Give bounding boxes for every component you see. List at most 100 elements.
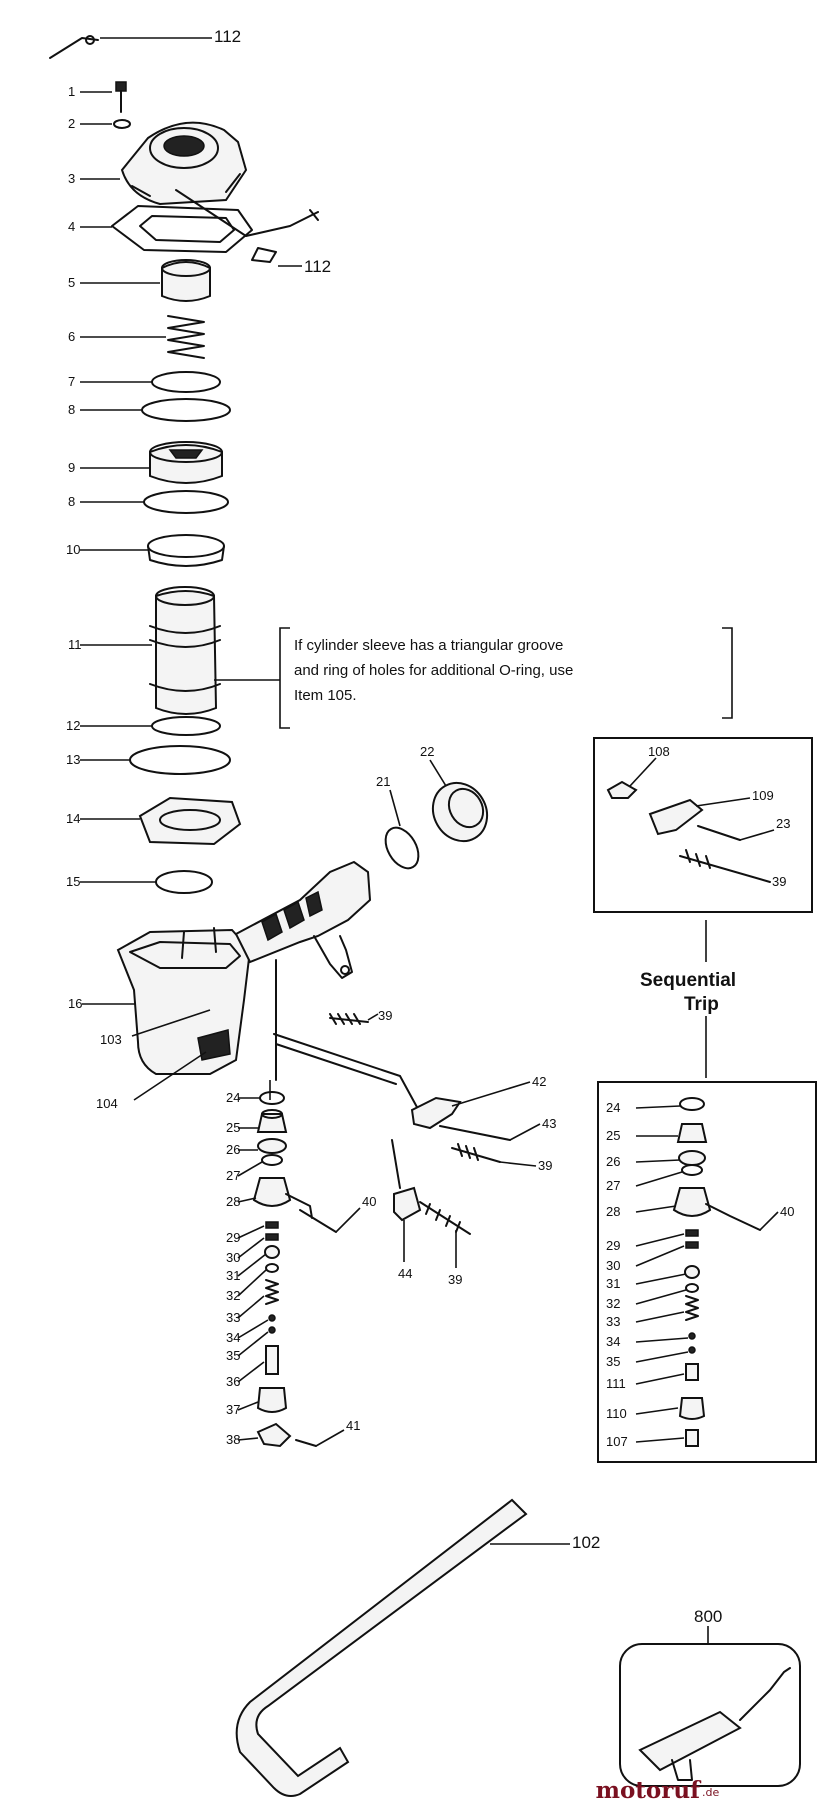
callout-main-16: 16 xyxy=(68,996,82,1011)
callout-bottom-inset-24: 24 xyxy=(606,1100,620,1115)
part-39-inset-screw xyxy=(679,855,771,883)
callout-main-22: 22 xyxy=(420,744,434,759)
callout-main-43: 43 xyxy=(542,1116,556,1131)
leader-39b xyxy=(499,1161,537,1167)
callout-main-102: 102 xyxy=(572,1533,600,1552)
top-inset xyxy=(593,737,813,913)
part-3-cap xyxy=(120,121,248,206)
part-16-housing-ribs xyxy=(181,927,217,959)
part-23 xyxy=(697,825,741,841)
callout-bottom-inset-27: 27 xyxy=(606,1178,620,1193)
callout-main-13: 13 xyxy=(66,752,80,767)
callout-main-800: 800 xyxy=(694,1607,722,1626)
leader-109 xyxy=(695,797,751,807)
inset-part-26 xyxy=(678,1150,706,1166)
callout-top-inset-39: 39 xyxy=(772,874,786,889)
part-3-cap-top xyxy=(163,135,205,157)
leader-30 xyxy=(237,1237,265,1259)
leader-103 xyxy=(131,1009,211,1037)
part-32 xyxy=(265,1263,279,1273)
leader-34 xyxy=(237,1319,269,1339)
inset-leader-31 xyxy=(635,1273,687,1285)
leader-104 xyxy=(133,1051,207,1101)
callout-main-42: 42 xyxy=(532,1074,546,1089)
part-10-ring xyxy=(147,534,225,558)
part-9-valve-core xyxy=(168,449,204,459)
inset-leader-107 xyxy=(635,1437,685,1443)
part-9-valve-top xyxy=(149,441,223,463)
callout-bottom-inset-25: 25 xyxy=(606,1128,620,1143)
part-42-bracket xyxy=(410,1096,462,1130)
part-9-valve xyxy=(149,444,223,484)
callout-main-4: 4 xyxy=(68,219,75,234)
inset-part-35 xyxy=(688,1346,696,1354)
inset-leader-28 xyxy=(635,1205,677,1213)
inset-part-27 xyxy=(681,1164,703,1176)
brand-domain: .de xyxy=(702,1786,719,1799)
part-handle-hook-pin xyxy=(340,965,350,975)
part-21-o-ring xyxy=(384,826,420,870)
part-28-arm xyxy=(285,1193,337,1233)
leader-43 xyxy=(509,1123,541,1141)
inset-part-34 xyxy=(688,1332,696,1340)
part-6-spring xyxy=(167,315,205,359)
callout-main-39: 39 xyxy=(538,1158,552,1173)
inset-part-29 xyxy=(685,1229,699,1237)
top-inset-box xyxy=(593,737,813,913)
part-7-o-ring xyxy=(151,371,221,393)
leader-42 xyxy=(451,1081,531,1107)
part-27 xyxy=(261,1154,283,1166)
part-2-washer xyxy=(113,119,131,129)
part-3-cap-detail xyxy=(131,173,241,197)
callout-main-112: 112 xyxy=(304,257,331,276)
callout-main-26: 26 xyxy=(226,1142,240,1157)
leader-35 xyxy=(237,1331,269,1357)
inset-leader-29 xyxy=(635,1233,685,1247)
inset-leader-35 xyxy=(635,1351,689,1363)
callout-main-37: 37 xyxy=(226,1402,240,1417)
part-16-housing-top xyxy=(129,941,241,969)
callout-main-29: 29 xyxy=(226,1230,240,1245)
callout-bottom-inset-31: 31 xyxy=(606,1276,620,1291)
callout-main-38: 38 xyxy=(226,1432,240,1447)
part-41-pin xyxy=(295,1439,317,1447)
part-44-rod xyxy=(391,1139,401,1189)
inset-part-30 xyxy=(685,1241,699,1249)
part-43-pin xyxy=(439,1125,511,1141)
part-34 xyxy=(268,1314,276,1322)
callout-bottom-inset-35: 35 xyxy=(606,1354,620,1369)
part-800-handle xyxy=(671,1759,693,1781)
inset-part-28 xyxy=(672,1187,712,1217)
callout-main-44: 44 xyxy=(398,1266,412,1281)
part-11-sleeve-grooves xyxy=(149,625,221,692)
part-11-sleeve-top xyxy=(155,586,215,606)
part-8-o-ring xyxy=(141,398,231,422)
inset-part-107 xyxy=(685,1429,699,1447)
bottom-inset xyxy=(597,1081,817,1463)
inset-leader-27 xyxy=(635,1171,683,1187)
part-handle-grip xyxy=(261,890,323,942)
part-39-screw-c-thread xyxy=(425,1203,461,1233)
part-trip-arm xyxy=(273,959,425,1121)
callout-main-41: 41 xyxy=(346,1418,360,1433)
part-15-o-ring xyxy=(155,870,213,894)
callout-bottom-inset-111: 111 xyxy=(606,1376,626,1391)
leader-37 xyxy=(237,1401,259,1411)
part-5-stop-top xyxy=(161,259,211,277)
callout-main-6: 6 xyxy=(68,329,75,344)
callout-main-30: 30 xyxy=(226,1250,240,1265)
part-112-top-pin xyxy=(85,35,95,45)
callout-bottom-inset-26: 26 xyxy=(606,1154,620,1169)
cylinder-assembly xyxy=(80,441,280,894)
callout-main-3: 3 xyxy=(68,171,75,186)
callout-main-35: 35 xyxy=(226,1348,240,1363)
cap-assembly xyxy=(49,35,319,422)
leader-32 xyxy=(237,1269,267,1297)
callout-main-31: 31 xyxy=(226,1268,240,1283)
part-37 xyxy=(256,1387,288,1413)
inset-part-28-arm xyxy=(705,1203,761,1231)
callout-main-8: 8 xyxy=(68,402,75,417)
note-bracket-right xyxy=(722,627,733,719)
inset-heading-line2: Trip xyxy=(684,994,719,1015)
callout-main-9: 9 xyxy=(68,460,75,475)
